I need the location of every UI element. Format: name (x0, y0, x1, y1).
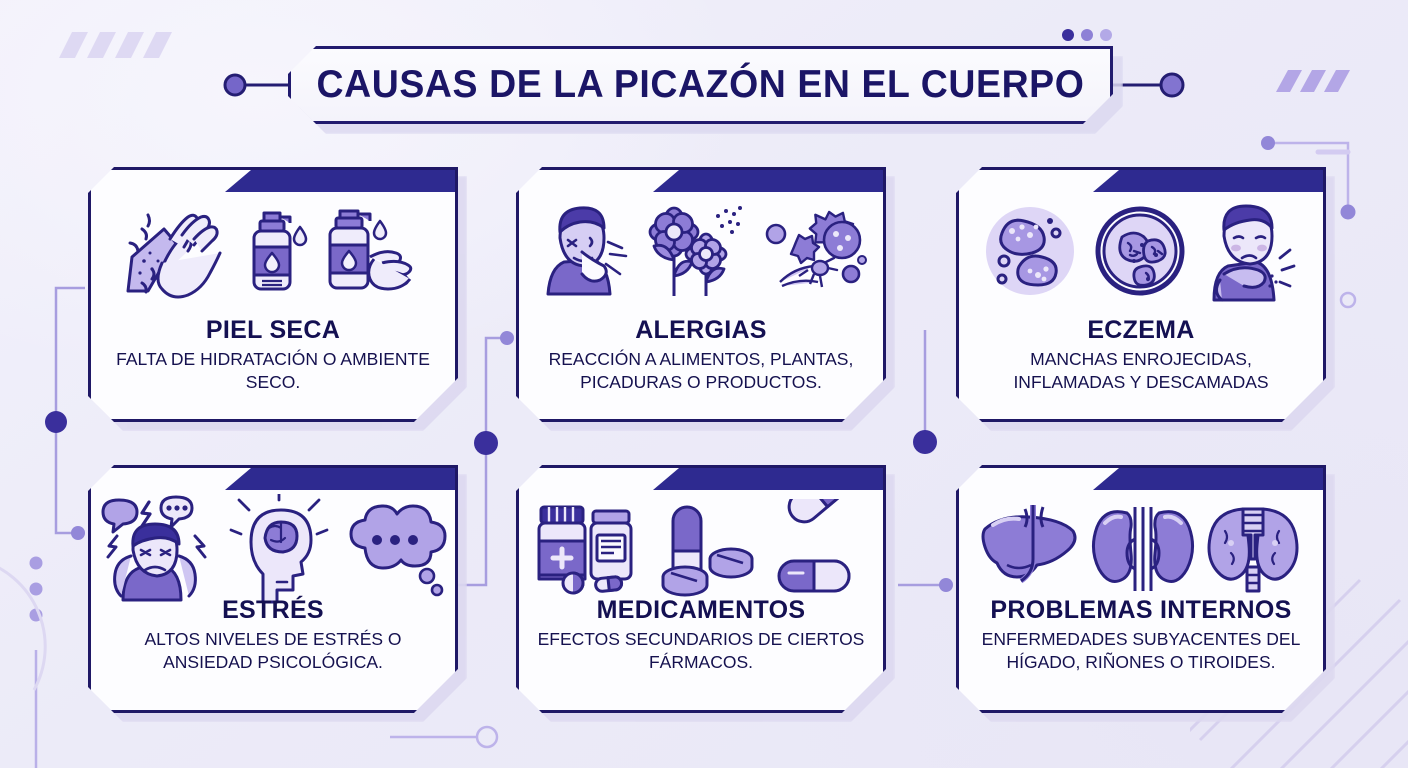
liver-icon (977, 499, 1085, 599)
stripes-top-right (1276, 70, 1350, 92)
connector-mid-right-dot-large (913, 430, 937, 454)
card-desc: MANCHAS ENROJECIDAS, INFLAMADAS Y DESCAM… (1013, 349, 1269, 393)
card-accent-bar (1093, 468, 1323, 490)
pill-bottles-icon (533, 499, 649, 599)
card-desc: ENFERMEDADES SUBYACENTES DEL HÍGADO, RIÑ… (981, 629, 1301, 673)
stripes-top-left (59, 32, 172, 58)
sneezing-person-icon (534, 198, 638, 304)
title-dot-1 (1062, 29, 1074, 41)
child-scratching-icon (1198, 198, 1302, 304)
card-icons (959, 192, 1323, 310)
card-title: PIEL SECA (205, 316, 341, 344)
card-body: PIEL SECA FALTA DE HIDRATACIÓN O AMBIENT… (88, 167, 458, 422)
connector-left-dots-vertical (29, 556, 43, 622)
card-body: ESTRÉS ALTOS NIVELES DE ESTRÉS O ANSIEDA… (88, 465, 458, 713)
connector-mid-left-dot-top (500, 331, 514, 345)
card-body: ALERGIAS REACCIÓN A ALIMENTOS, PLANTAS, … (516, 167, 886, 422)
card-icons (959, 490, 1323, 608)
card-title: ALERGIAS (635, 316, 767, 344)
card-desc: REACCIÓN A ALIMENTOS, PLANTAS, PICADURAS… (548, 349, 854, 393)
skin-patch-icon (980, 199, 1084, 303)
connector-right-dot-start (1261, 136, 1275, 150)
connector-bottom (390, 725, 499, 749)
connector-left-dot-large (45, 411, 67, 433)
card-title: PROBLEMAS INTERNOS (990, 596, 1292, 624)
arc-left-decor (0, 566, 47, 691)
card-eczema[interactable]: ECZEMA MANCHAS ENROJECIDAS, INFLAMADAS Y… (956, 167, 1326, 422)
connector-mid-left-dot-large (474, 431, 498, 455)
scratching-hand-icon (118, 199, 236, 303)
card-piel-seca[interactable]: PIEL SECA FALTA DE HIDRATACIÓN O AMBIENT… (88, 167, 458, 422)
tablets-icon (655, 499, 759, 599)
card-accent-bar (653, 170, 883, 192)
flowers-icon (644, 198, 752, 304)
card-body: PROBLEMAS INTERNOS ENFERMEDADES SUBYACEN… (956, 465, 1326, 713)
card-accent-bar (653, 468, 883, 490)
card-desc: ALTOS NIVELES DE ESTRÉS O ANSIEDAD PSICO… (144, 629, 402, 673)
card-desc: FALTA DE HIDRATACIÓN O AMBIENTE SECO. (116, 349, 430, 393)
card-icons (91, 490, 455, 608)
card-alergias[interactable]: ALERGIAS REACCIÓN A ALIMENTOS, PLANTAS, … (516, 167, 886, 422)
connector-right-hollow-dot (1339, 291, 1357, 309)
thought-cloud-icon (339, 494, 449, 604)
connector-mid-right-dot-small (939, 578, 953, 592)
microscope-cells-icon (1090, 199, 1192, 303)
lotion-pump-hand-icon (324, 199, 428, 303)
title-connector-dot-right-outer (1159, 72, 1185, 98)
connector-left-dot-small (71, 526, 85, 540)
connector-left-bracket (54, 286, 85, 535)
card-icons (91, 192, 455, 310)
card-desc: EFECTOS SECUNDARIOS DE CIERTOS FÁRMACOS. (537, 629, 865, 673)
page-title: CAUSAS DE LA PICAZÓN EN EL CUERPO (288, 46, 1113, 124)
card-title: MEDICAMENTOS (596, 596, 806, 624)
card-icons (519, 192, 883, 310)
pollen-mosquito-icon (758, 198, 868, 304)
card-title: ESTRÉS (222, 596, 324, 624)
card-accent-bar (225, 170, 455, 192)
card-icons (519, 490, 883, 608)
title-dot-2 (1081, 29, 1093, 41)
card-estres[interactable]: ESTRÉS ALTOS NIVELES DE ESTRÉS O ANSIEDA… (88, 465, 458, 713)
connector-mid-right (898, 330, 948, 587)
title-box (288, 46, 1113, 124)
stressed-person-icon (97, 494, 223, 604)
card-body: ECZEMA MANCHAS ENROJECIDAS, INFLAMADAS Y… (956, 167, 1326, 422)
card-accent-bar (225, 468, 455, 490)
card-accent-bar (1093, 170, 1323, 192)
kidneys-icon (1091, 499, 1195, 599)
card-medicamentos[interactable]: MEDICAMENTOS EFECTOS SECUNDARIOS DE CIER… (516, 465, 886, 713)
title-dot-3 (1100, 29, 1112, 41)
card-body: MEDICAMENTOS EFECTOS SECUNDARIOS DE CIER… (516, 465, 886, 713)
capsules-icon (765, 499, 869, 599)
title-text: CAUSAS DE LA PICAZÓN EN EL CUERPO (316, 63, 1085, 106)
lotion-bottle-icon (242, 199, 318, 303)
card-title: ECZEMA (1087, 316, 1195, 344)
thyroid-icon (1201, 499, 1305, 599)
card-problemas-internos[interactable]: PROBLEMAS INTERNOS ENFERMEDADES SUBYACEN… (956, 465, 1326, 713)
title-connector-dot-left-outer (223, 73, 247, 97)
brain-head-icon (229, 494, 333, 604)
connector-right-dot-end (1340, 204, 1356, 220)
